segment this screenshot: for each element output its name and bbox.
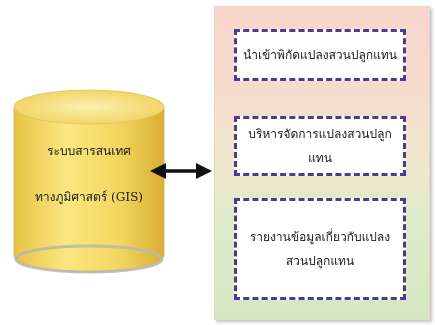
manage-plots-box: บริหารจัดการแปลงสวนปลูกแทน: [234, 116, 406, 176]
double-headed-arrow-icon: [150, 163, 212, 179]
box-label: รายงานข้อมูลเกี่ยวกับแปลง สวนปลูกแทน: [249, 230, 391, 268]
database-label-line-2: ทางภูมิศาสตร์ (GIS): [35, 190, 143, 204]
plot-report-box: รายงานข้อมูลเกี่ยวกับแปลง สวนปลูกแทน: [234, 198, 406, 300]
import-plot-coordinates-box: นำเข้าพิกัดแปลงสวนปลูกแทน: [234, 29, 406, 81]
box-label: บริหารจัดการแปลงสวนปลูกแทน: [248, 127, 392, 165]
box-label: นำเข้าพิกัดแปลงสวนปลูกแทน: [243, 48, 397, 62]
database-label-line-1: ระบบสารสนเทศ: [47, 144, 131, 158]
database-cylinder-icon: [13, 89, 165, 274]
